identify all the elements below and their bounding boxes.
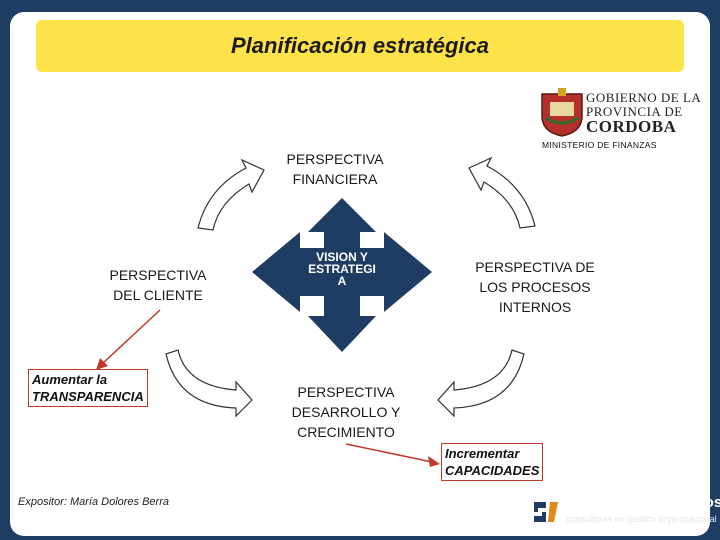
curved-arrow-bottom-left [165, 349, 253, 418]
label-cliente: PERSPECTIVA DEL CLIENTE [90, 265, 226, 305]
gobierno-logo: GOBIERNO DE LA PROVINCIA DE CORDOBA MINI… [528, 78, 702, 150]
label-desarrollo-line-1: PERSPECTIVA [297, 384, 395, 400]
presenter-name: Expositor: María Dolores Berra [18, 496, 169, 508]
label-financiera: PERSPECTIVA FINANCIERA [270, 149, 400, 189]
logo-line-3: CORDOBA [586, 117, 677, 136]
center-line-1: VISION Y [316, 250, 368, 264]
brand-name: Scarpatti y Asociados [566, 494, 720, 511]
label-financiera-line-2: FINANCIERA [292, 171, 378, 187]
callout-capacidades-line-1: Incrementar [445, 446, 520, 461]
label-procesos-line-1: PERSPECTIVA DE [475, 259, 595, 275]
callout-capacidades-line-2: CAPACIDADES [445, 463, 540, 478]
label-cliente-line-2: DEL CLIENTE [113, 287, 203, 303]
callout-transparencia: Aumentar la TRANSPARENCIA [28, 369, 148, 407]
coat-of-arms-icon [541, 88, 583, 137]
callout-capacidades: Incrementar CAPACIDADES [441, 443, 544, 481]
brand-tagline: consultores en gestión organizacional [566, 514, 717, 524]
label-desarrollo: PERSPECTIVA DESARROLLO Y CRECIMIENTO [276, 382, 416, 442]
label-financiera-line-1: PERSPECTIVA [286, 151, 384, 167]
label-desarrollo-line-2: DESARROLLO Y [291, 404, 401, 420]
callout-transparencia-line-1: Aumentar la [32, 372, 108, 387]
curved-arrow-top-right [468, 156, 536, 229]
label-procesos-line-2: LOS PROCESOS [479, 279, 591, 295]
label-procesos-line-3: INTERNOS [498, 299, 572, 315]
callout-transparencia-line-2: TRANSPARENCIA [32, 389, 144, 404]
scarpatti-mark-icon [528, 494, 562, 528]
scarpatti-logo: Scarpatti y Asociados consultores en ges… [520, 488, 720, 532]
curved-arrow-bottom-right [437, 349, 525, 418]
vision-cross-arrow [252, 198, 432, 352]
curved-arrow-top-left [197, 158, 265, 231]
title-bar: Planificación estratégica [36, 20, 684, 72]
callout-arrow-capacidades [345, 443, 440, 467]
logo-line-1: GOBIERNO DE LA [586, 90, 702, 105]
label-cliente-line-1: PERSPECTIVA [109, 267, 207, 283]
logo-line-2: PROVINCIA DE [586, 104, 683, 119]
label-desarrollo-line-3: CRECIMIENTO [297, 424, 395, 440]
logo-subtitle: MINISTERIO DE FINANZAS [542, 140, 657, 150]
center-line-2: ESTRATEGI [308, 262, 376, 276]
label-procesos: PERSPECTIVA DE LOS PROCESOS INTERNOS [458, 257, 612, 317]
center-vision-label: VISION Y ESTRATEGI A [300, 251, 384, 287]
center-line-3: A [337, 274, 347, 288]
callout-arrow-transparencia [96, 309, 161, 370]
slide-title: Planificación estratégica [231, 33, 489, 58]
